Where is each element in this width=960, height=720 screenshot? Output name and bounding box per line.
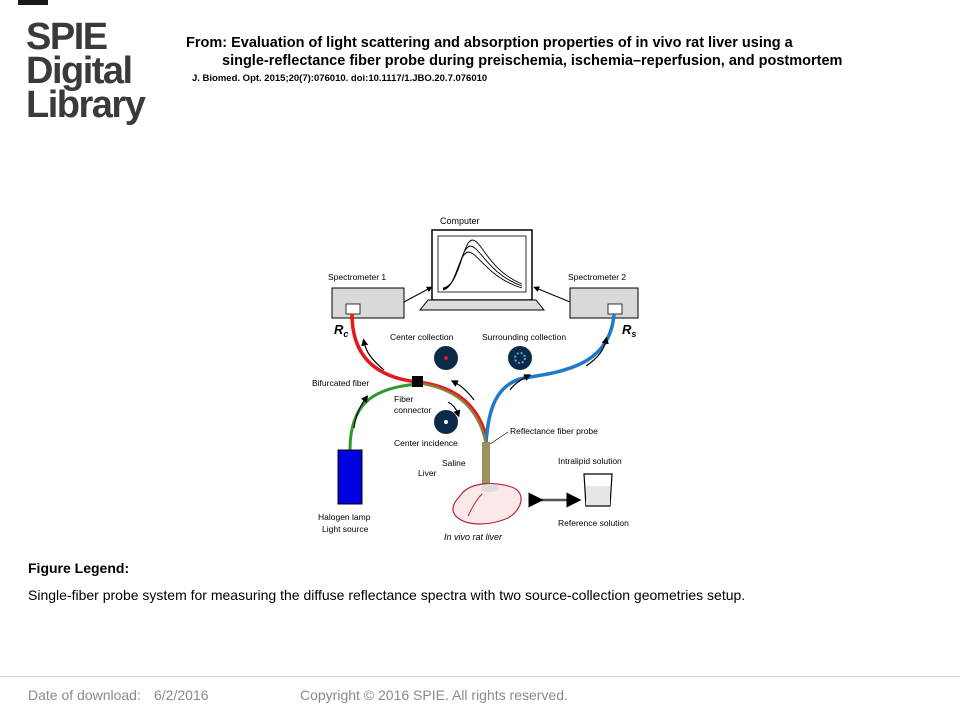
spec1-to-computer-arrow xyxy=(403,286,433,303)
spectrometer-1-label: Spectrometer 1 xyxy=(328,272,386,282)
saline-label: Saline xyxy=(442,458,466,468)
spectrometer-1-port xyxy=(345,303,361,315)
spectrometer-2-box xyxy=(569,287,639,319)
center-collection-label: Center collection xyxy=(390,332,454,342)
logo-line-2: Digital xyxy=(26,50,133,92)
spectrometer-2-label: Spectrometer 2 xyxy=(568,272,626,282)
rc-sub: c xyxy=(343,329,348,339)
computer-base xyxy=(418,299,546,311)
liver-label: Liver xyxy=(418,468,437,478)
liver-vessel xyxy=(467,493,483,517)
fiber-connector-label-2: connector xyxy=(394,405,431,415)
center-incidence-label: Center incidence xyxy=(394,438,458,448)
article-title: From: Evaluation of light scattering and… xyxy=(186,34,876,70)
arrow-up-red xyxy=(450,380,475,401)
spie-digital-library-logo: SPIE Digital Library xyxy=(26,16,156,126)
figure-legend-text: Single-fiber probe system for measuring … xyxy=(28,587,746,603)
title-line-1: From: Evaluation of light scattering and… xyxy=(186,35,793,51)
reference-label: Reference solution xyxy=(558,518,629,528)
logo-line-1: SPIE xyxy=(26,16,108,58)
spectrometer-2-port xyxy=(607,303,623,315)
arrow-up-blue xyxy=(509,374,532,391)
rc-label: Rc xyxy=(334,322,348,339)
liver-shape xyxy=(452,482,522,525)
rat-liver-label: In vivo rat liver xyxy=(444,532,503,542)
fiber-probe-diagram: Computer Spectrometer 1 Spectrometer 2 R… xyxy=(312,216,639,542)
center-incidence-core xyxy=(444,420,448,424)
rs-label: Rs xyxy=(622,322,636,339)
copyright-notice: Copyright © 2016 SPIE. All rights reserv… xyxy=(300,687,568,703)
arrow-to-spec1 xyxy=(361,338,385,371)
spectrum-curve-3 xyxy=(442,251,523,291)
reference-liquid xyxy=(586,486,610,505)
brown-fiber-segment xyxy=(417,381,488,445)
computer-label: Computer xyxy=(440,216,480,226)
figure-legend-heading: Figure Legend: xyxy=(28,560,130,576)
fiber-connector-label-1: Fiber xyxy=(394,394,414,404)
bifurcated-fiber-label: Bifurcated fiber xyxy=(312,378,369,388)
intralipid-label: Intralipid solution xyxy=(558,456,622,466)
download-label: Date of download: xyxy=(28,687,141,703)
center-collection-core xyxy=(444,356,448,360)
arrow-to-spec2 xyxy=(585,336,609,367)
saline-drop xyxy=(481,484,499,492)
arrow-connector xyxy=(447,401,461,418)
reflectance-probe xyxy=(482,442,490,488)
halogen-label-1: Halogen lamp xyxy=(318,512,371,522)
download-date: 6/2/2016 xyxy=(154,687,209,703)
rs-sub: s xyxy=(631,329,636,339)
surrounding-ring xyxy=(514,352,526,364)
rc-main: R xyxy=(334,322,344,337)
arrow-green xyxy=(353,395,369,429)
logo-line-3: Library xyxy=(26,84,146,126)
citation: J. Biomed. Opt. 2015;20(7):076010. doi:1… xyxy=(192,73,488,84)
fiber-connector xyxy=(412,376,423,387)
footer-divider xyxy=(0,676,960,677)
computer-screen xyxy=(437,235,527,293)
surrounding-collection-label: Surrounding collection xyxy=(482,332,566,342)
spectrometer-1-box xyxy=(331,287,405,319)
surrounding-collection-icon xyxy=(508,346,532,370)
title-line-2: single-reflectance fiber probe during pr… xyxy=(222,53,843,69)
halogen-label-2: Light source xyxy=(322,524,369,534)
halogen-lamp xyxy=(337,449,363,505)
reflectance-probe-label: Reflectance fiber probe xyxy=(510,426,598,436)
spec2-to-computer-arrow xyxy=(533,286,571,303)
top-accent-bar xyxy=(18,0,48,5)
rs-main: R xyxy=(622,322,632,337)
probe-pointer xyxy=(489,431,509,445)
